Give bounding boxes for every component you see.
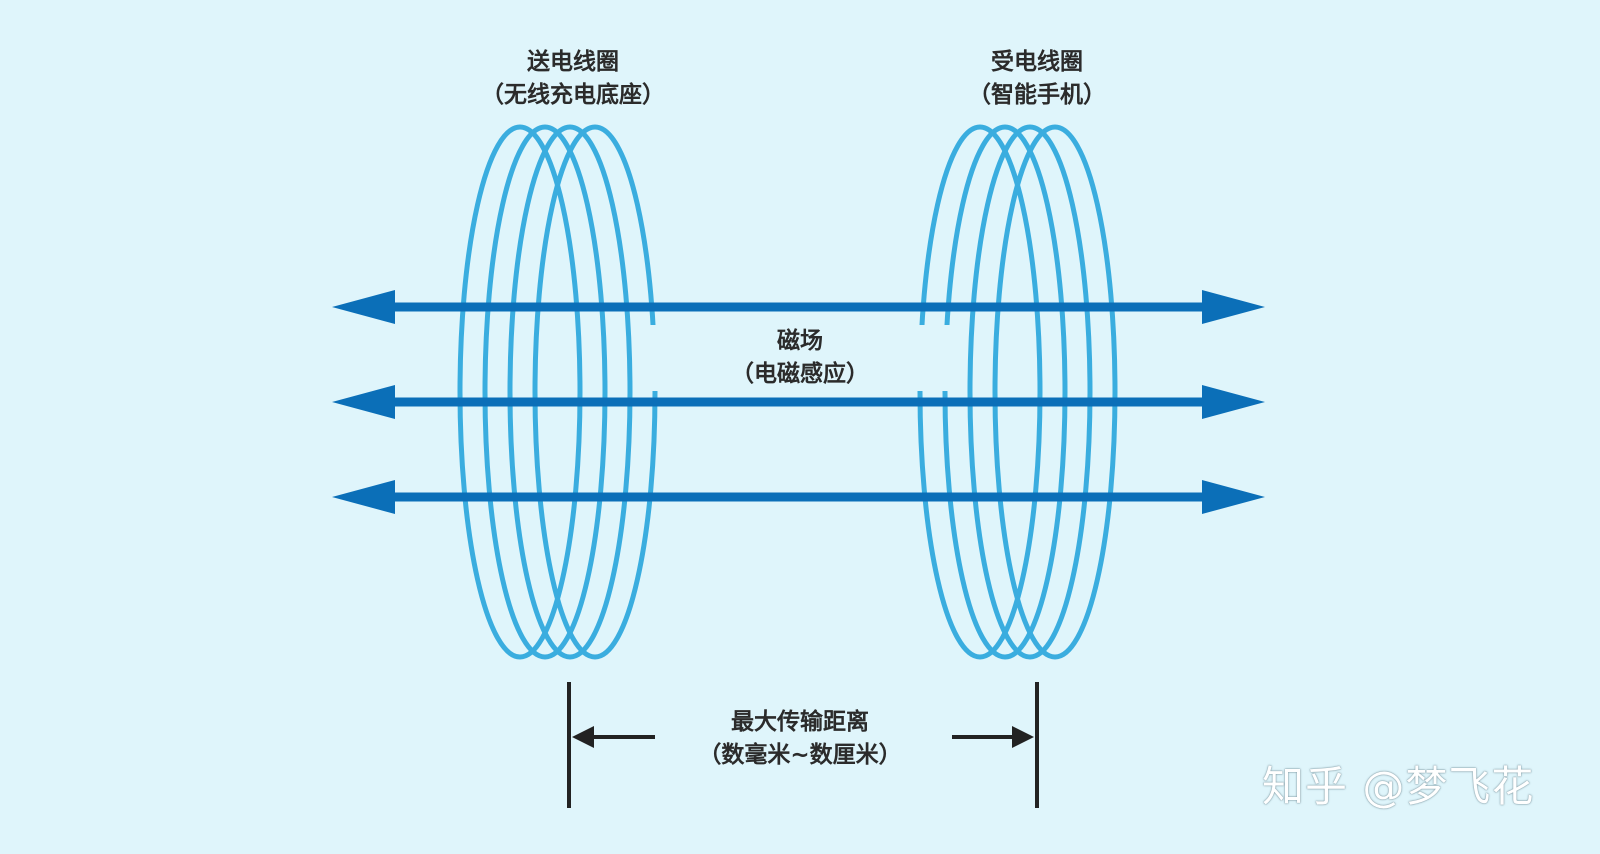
transmit-coil [457,124,658,660]
field-arrow-bottom [332,480,1265,514]
field-arrow-top [332,290,1265,324]
field-arrow-middle [332,385,1265,419]
max-distance-label: 最大传输距离 （数毫米~数厘米） [650,706,950,772]
transmit-coil-label: 送电线圈 （无线充电底座） [423,46,723,112]
receive-coil-subtitle: （智能手机） [968,82,1106,108]
magnetic-field-arrows [332,290,1265,514]
receive-coil [917,124,1118,660]
transmit-coil-loop [457,124,583,660]
receive-coil-loop [967,124,1093,660]
transmit-coil-loop [532,124,658,660]
receive-coil-loop [992,124,1118,660]
receive-coil-title: 受电线圈 [991,49,1083,75]
transmit-coil-loop [482,124,608,660]
watermark: 知乎 @梦飞花 [1262,762,1535,811]
transmit-coil-subtitle: （无线充电底座） [481,82,665,108]
receive-coil-loop [942,124,1068,660]
transmit-coil-title: 送电线圈 [527,49,619,75]
dimension-arrow-right [952,726,1034,748]
transmit-coil-loop [507,124,633,660]
max-distance-title: 最大传输距离 [731,709,869,735]
dimension-arrow-left [572,726,655,748]
distance-dimension [567,682,1039,808]
max-distance-subtitle: （数毫米~数厘米） [698,742,902,768]
receive-coil-loop [917,124,1043,660]
receive-coil-label: 受电线圈 （智能手机） [887,46,1187,112]
magnetic-field-title: 磁场 [777,328,823,354]
magnetic-field-subtitle: （电磁感应） [731,361,869,387]
magnetic-field-label: 磁场 （电磁感应） [650,325,950,391]
